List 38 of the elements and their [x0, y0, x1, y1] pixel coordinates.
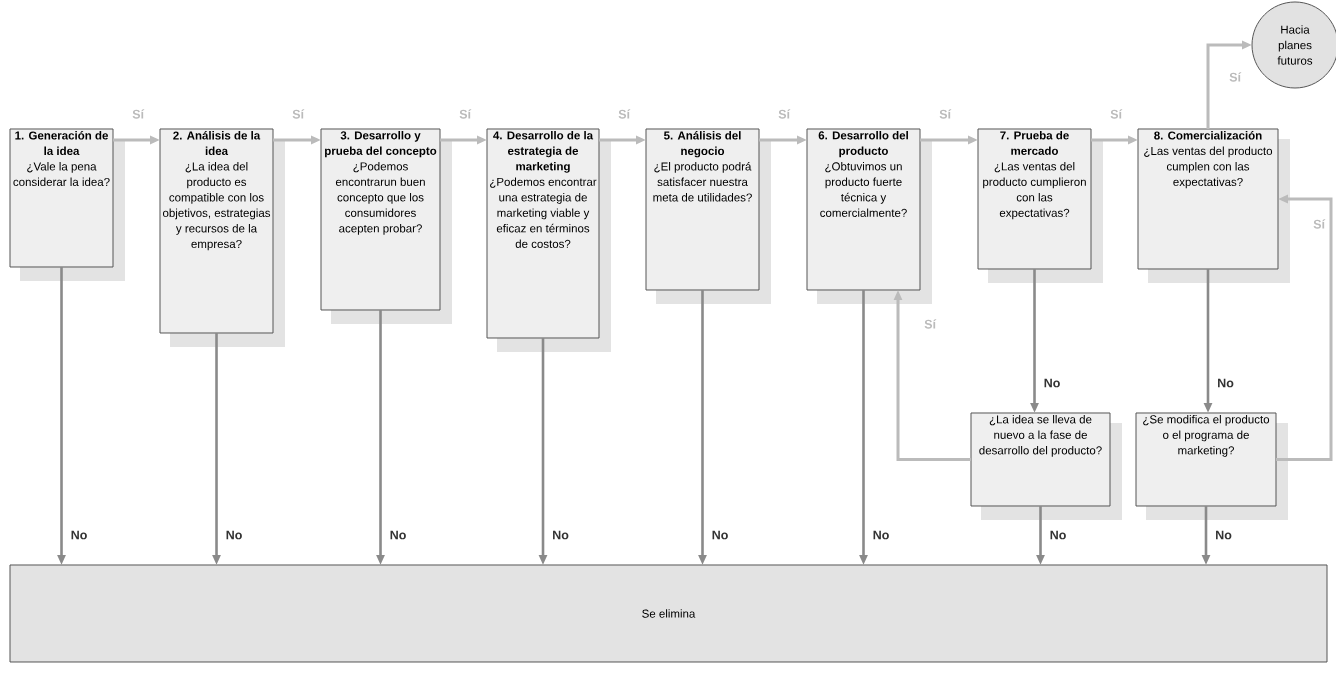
edge-label: No: [871, 529, 891, 541]
process-box: 6. Desarrollo del producto ¿Obtuvimos un producto fuerte técnica y comercialmente?: [806, 128, 932, 304]
node-label: 2. Análisis de la: [173, 130, 261, 140]
node-label: 7. Prueba de: [1000, 131, 1069, 140]
process-box: 7. Prueba de mercado ¿Las ventas del producto cumplieron con las expectativas?: [977, 128, 1103, 283]
edge-label: No: [1216, 377, 1235, 389]
process-box: 3. Desarrollo y prueba del concepto ¿Podemos encontrarun buen concepto que los consumidores acepten probar?: [320, 128, 452, 324]
process-box: 5. Análisis del negocio ¿El producto podrá satisfacer nuestra meta de utilidades?: [645, 128, 771, 304]
edge-label: Sí: [923, 318, 937, 330]
process-box: 8. Comercialización ¿Las ventas del producto cumplen con las expectativas?: [1137, 128, 1290, 283]
elimination-band: Se elimina: [9, 564, 1328, 663]
edge-label: Sí: [131, 108, 145, 120]
edge-label: No: [1048, 529, 1068, 541]
edge-label: Sí: [617, 108, 631, 120]
edge-label: Sí: [1109, 108, 1123, 120]
edge-label: Sí: [1228, 71, 1242, 83]
edge-label: No: [388, 529, 408, 541]
edge-label: Sí: [458, 108, 472, 120]
node-label: 8. Comercialización: [1154, 130, 1262, 140]
edge-label: No: [224, 529, 244, 541]
edge-label: Sí: [291, 108, 305, 120]
edge-label: No: [551, 529, 570, 541]
process-box: 4. Desarrollo de la estrategia de marketing ¿Podemos encontrar una estrategia de marketing viable y eficaz en términos de costos?: [486, 128, 611, 352]
decision-box: ¿Se modifica el producto o el programa de marketing?: [1135, 412, 1288, 520]
edge-label: No: [1042, 377, 1062, 389]
node-label: 5. Análisis del: [663, 130, 741, 140]
edge-label: No: [69, 529, 89, 541]
edge-label: Sí: [938, 108, 952, 120]
edge-label: No: [710, 529, 730, 541]
node-label: 6. Desarrollo del: [818, 131, 908, 140]
edge-label: Sí: [1312, 218, 1326, 230]
decision-box: ¿La idea se lleva de nuevo a la fase de desarrollo del producto?: [970, 412, 1122, 520]
process-box: 1. Generación de la idea ¿Vale la pena considerar la idea?: [9, 128, 125, 281]
node-label: 4. Desarrollo de la: [493, 131, 594, 140]
edge-label: No: [1214, 529, 1233, 541]
edge-label: Sí: [777, 108, 791, 120]
process-box: 2. Análisis de la idea ¿La idea del producto es compatible con los objetivos, estrategias y recursos de la empresa?: [159, 128, 285, 347]
node-label: 1. Generación de: [15, 130, 108, 140]
